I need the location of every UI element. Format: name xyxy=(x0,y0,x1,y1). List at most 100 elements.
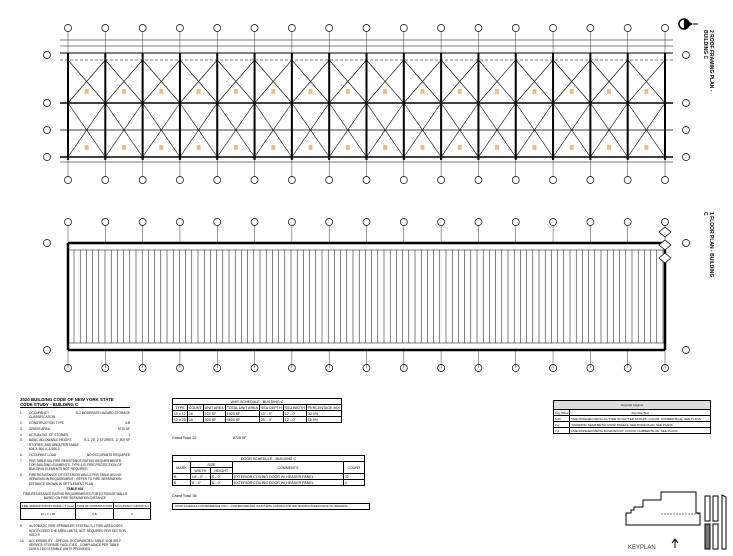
plan-line xyxy=(179,102,218,158)
grid-bubble xyxy=(176,218,184,226)
grid-bubble xyxy=(661,176,669,184)
plan-line xyxy=(478,59,516,104)
label-tag xyxy=(607,89,612,94)
grid-bubble xyxy=(101,218,110,226)
code-item-n: 1. xyxy=(20,411,23,415)
code-item-n: 7. xyxy=(20,458,23,463)
plan-line xyxy=(627,102,666,158)
grid-bubble xyxy=(362,176,371,184)
table-602: FIRE SEPARATION DISTANCE = X (feet)TYPE … xyxy=(20,502,151,521)
label-tag xyxy=(420,89,425,94)
grid-bubble xyxy=(623,176,632,184)
grid-bubble xyxy=(43,239,51,247)
section-marker-icon xyxy=(658,226,672,238)
grid-bubble xyxy=(586,218,595,226)
code-item: 1. OCCUPANCY CLASSIFICATION S-1 MODERATE H… xyxy=(20,411,130,420)
code-item: 7.PER TABLE 601 FIRE RESISTANCE RATING R… xyxy=(20,459,130,472)
grid-bubble xyxy=(682,153,690,161)
code-item-n: 5. xyxy=(20,438,23,443)
label-tag xyxy=(383,145,388,150)
grid-bubble xyxy=(325,176,334,184)
col-header: TYPE OF CONSTRUCTION xyxy=(74,502,115,510)
cell: 50.0% xyxy=(305,416,343,423)
plan-line xyxy=(366,59,405,104)
grid-bubble xyxy=(288,176,296,184)
table-602-caption: FIRE-RESISTANCE RATING REQUIREMENTS FOR … xyxy=(22,491,128,501)
cell: 4 xyxy=(342,479,366,486)
code-item-n: 3. xyxy=(20,426,23,431)
grid-bubble xyxy=(682,51,690,59)
unit-grand-total-area: 6720 SF xyxy=(233,436,247,440)
code-item-label: ACTUAL NO. OF STORIES xyxy=(29,432,69,437)
drawing-number: 2 xyxy=(708,30,714,33)
cell: 4800 SF xyxy=(224,416,260,423)
code-item-n: 10. xyxy=(20,538,25,543)
code-item-label: BASIC ALLOWABLE HEIGHT, STORIES, AND ARE… xyxy=(29,438,79,452)
label-tag xyxy=(271,89,276,94)
roof-framing-plan xyxy=(43,24,690,184)
grid-bubble xyxy=(250,24,259,32)
drawing-number: 1 xyxy=(708,212,714,215)
cell: 12 x 25 xyxy=(172,416,188,423)
label-tag xyxy=(196,89,201,94)
plan-line xyxy=(291,59,330,104)
grid-bubble xyxy=(64,24,72,32)
label-tag xyxy=(383,89,388,94)
grid-bubble xyxy=(399,176,408,184)
plan-line xyxy=(67,102,106,158)
plan-line xyxy=(328,59,367,104)
plan-line xyxy=(440,59,479,104)
code-item-value: 1 xyxy=(128,432,130,437)
plan-line xyxy=(328,102,367,158)
grid-bubble xyxy=(43,126,51,134)
drawing-title-top: 2 ROOF FRAMING PLAN - BUILDING C xyxy=(702,30,714,110)
code-item: 5. BASIC ALLOWABLE HEIGHT, STORIES, AND A… xyxy=(20,438,130,451)
grid-bubble xyxy=(399,218,408,226)
plan-line xyxy=(478,102,516,158)
grid-bubble xyxy=(682,99,690,107)
code-item-label: CONSTRUCTION TYPE xyxy=(29,421,64,426)
label-tag xyxy=(84,145,89,150)
code-item-label: ACCESSIBILITY - SPECIAL OCCUPANCIES: TAB… xyxy=(29,538,123,552)
code-item-label: OCCUPANCY CLASSIFICATION xyxy=(29,411,55,420)
drawing-title: ROOF FRAMING PLAN - BUILDING C xyxy=(702,30,714,92)
cell: 10 ≤ X < 30 xyxy=(20,508,76,521)
grid-bubble xyxy=(138,218,147,226)
label-tag xyxy=(532,89,537,94)
plan-line xyxy=(440,102,479,158)
drawing-title-bottom: 1 FLOOR PLAN - BUILDING C xyxy=(702,212,714,282)
section-marker-icon xyxy=(658,252,672,264)
grid-bubble xyxy=(437,176,445,184)
code-item-value: S-1 MODERATE HAZARD STORAGE xyxy=(75,411,130,415)
code-item-value: S-1: 75', 2 STORIES, 17,500 SF xyxy=(84,438,130,443)
plan-line xyxy=(67,59,106,104)
grid-bubble xyxy=(586,24,595,32)
grid-bubble xyxy=(623,24,632,32)
cell: PRE-FINISHED METAL DOWNSPOUT. COLOR: NUM… xyxy=(569,427,711,434)
grid-bubble xyxy=(474,176,483,184)
col-header: COUNT xyxy=(342,461,366,474)
plan-line xyxy=(366,102,405,158)
label-tag xyxy=(495,89,500,94)
section-marker-icon xyxy=(658,239,672,251)
code-item-label: OCCUPANT LOAD xyxy=(29,452,57,457)
cell: 12' - 0" xyxy=(282,416,307,423)
code-item-label: AUTOMATIC FIRE SPRINKLER SYSTEM: S-1 FIR… xyxy=(29,524,126,537)
cell: 8' - 0" xyxy=(189,479,211,486)
col-header: MARK xyxy=(172,461,191,474)
cell: 25' - 0" xyxy=(258,416,284,423)
grid-bubble xyxy=(138,176,147,184)
grid-bubble xyxy=(250,218,259,226)
label-tag xyxy=(121,89,126,94)
plan-line xyxy=(142,102,181,158)
grid-bubble xyxy=(64,176,72,184)
grid-bubble xyxy=(213,176,222,184)
grid-bubble xyxy=(682,346,690,354)
grid-bubble xyxy=(511,24,520,32)
grid-bubble xyxy=(362,24,371,32)
label-tag xyxy=(644,145,649,150)
